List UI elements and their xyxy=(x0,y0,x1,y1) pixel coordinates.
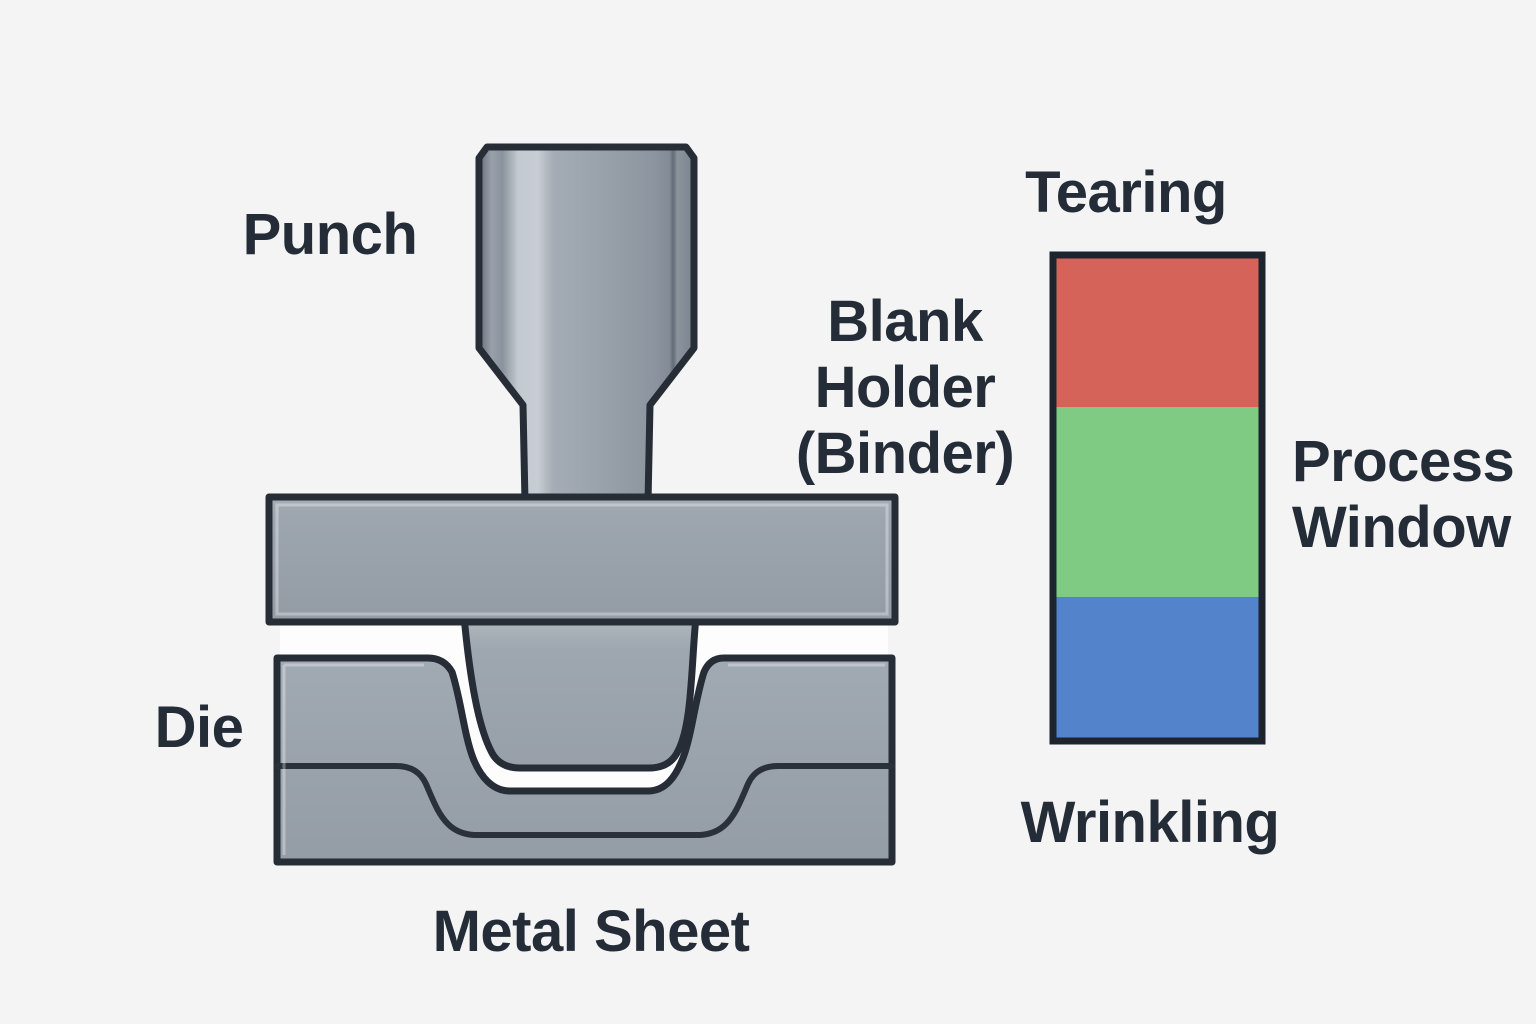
bar-segment-process-window xyxy=(1056,407,1259,597)
tearing-label: Tearing xyxy=(1025,160,1227,225)
punch-shape xyxy=(475,143,698,506)
bar-outline xyxy=(1049,251,1266,745)
metal-sheet-label: Metal Sheet xyxy=(433,899,750,964)
bar-segment-tearing xyxy=(1056,258,1259,407)
process-window-label-line2: Window xyxy=(1292,495,1512,560)
wrinkling-label: Wrinkling xyxy=(1021,790,1280,855)
die-label: Die xyxy=(155,695,244,760)
die-bevel-highlight xyxy=(282,663,885,855)
punch-label: Punch xyxy=(243,202,418,267)
blank-holder-bevel xyxy=(275,503,889,616)
process-window-bar xyxy=(1049,251,1266,745)
process-window-label-line1: Process xyxy=(1292,429,1514,494)
punch-tip-shape xyxy=(460,612,700,772)
bar-segment-wrinkling xyxy=(1056,597,1259,738)
blank-holder-shape xyxy=(265,493,899,626)
blank-holder-label-line1: Blank xyxy=(827,289,984,354)
blank-holder-label-line2: Holder xyxy=(815,355,996,420)
metal-sheet-contour xyxy=(274,763,895,838)
blank-holder-label-line3: (Binder) xyxy=(796,421,1014,486)
